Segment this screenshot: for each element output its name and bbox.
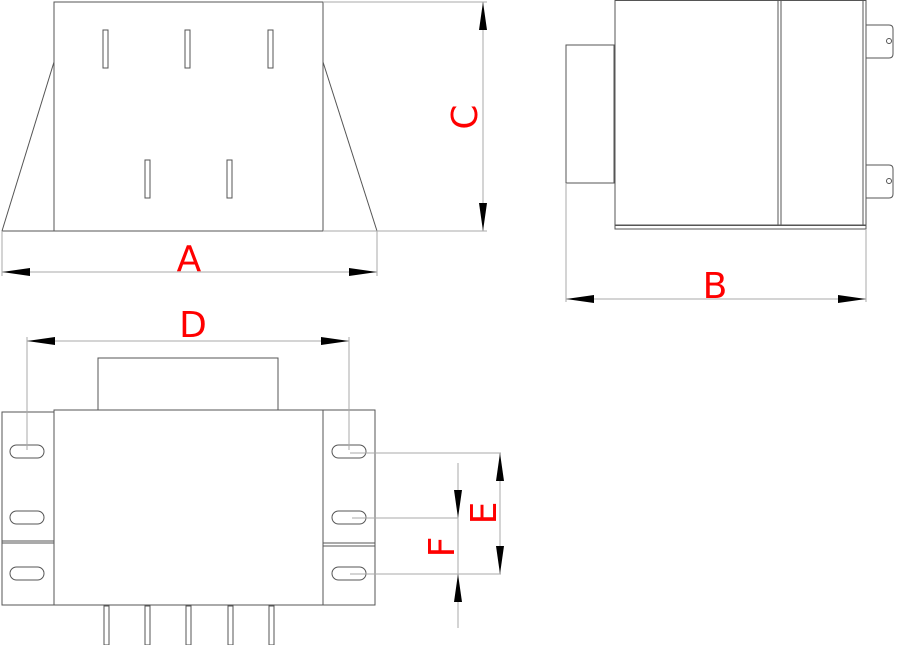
label-d: D — [179, 305, 207, 346]
left-flange — [1, 411, 55, 606]
arrow-right-icon — [838, 295, 866, 303]
arrow-up-icon — [479, 2, 487, 30]
dimension-b: B — [565, 183, 867, 307]
side-body — [614, 0, 867, 226]
pin — [227, 605, 234, 645]
dimension-d: D — [26, 305, 350, 450]
pin — [103, 605, 110, 645]
label-c: C — [445, 104, 486, 129]
label-f: F — [422, 537, 463, 558]
label-e: E — [464, 502, 505, 525]
dimension-f: F — [352, 463, 463, 628]
slot — [267, 29, 274, 69]
mount-slot — [9, 566, 45, 581]
top-block — [97, 357, 279, 411]
arrow-down-icon — [496, 546, 504, 574]
slot — [144, 159, 151, 199]
pin — [268, 605, 275, 645]
arrow-right-icon — [349, 268, 377, 276]
mount-slot — [9, 510, 45, 525]
slot — [184, 29, 191, 69]
side-view: B — [565, 0, 894, 307]
label-a: A — [177, 239, 202, 280]
arrow-right-icon — [321, 337, 349, 345]
front-body — [53, 1, 324, 232]
terminal-tab — [865, 24, 894, 59]
bottom-body — [53, 409, 324, 606]
terminal-hole — [886, 38, 892, 44]
label-b: B — [703, 266, 728, 307]
arrow-up-icon — [454, 574, 462, 602]
arrow-left-icon — [27, 337, 55, 345]
terminal-hole — [886, 178, 892, 184]
bottom-view: D E F — [1, 305, 505, 645]
pin — [144, 605, 151, 645]
dimension-a: A — [1, 231, 378, 280]
arrow-down-icon — [454, 490, 462, 518]
side-block — [565, 44, 615, 184]
arrow-down-icon — [479, 203, 487, 231]
right-flange-edge — [322, 61, 378, 232]
dimension-c: C — [323, 1, 487, 232]
slot — [102, 29, 109, 69]
left-flange-edge — [1, 61, 55, 232]
terminal-tab — [865, 164, 894, 199]
arrow-up-icon — [496, 453, 504, 481]
arrow-left-icon — [2, 268, 30, 276]
dimension-e: E — [350, 452, 505, 575]
pin — [185, 605, 192, 645]
side-base — [614, 224, 867, 230]
front-view: A C — [1, 1, 487, 280]
arrow-left-icon — [566, 295, 594, 303]
slot — [226, 159, 233, 199]
